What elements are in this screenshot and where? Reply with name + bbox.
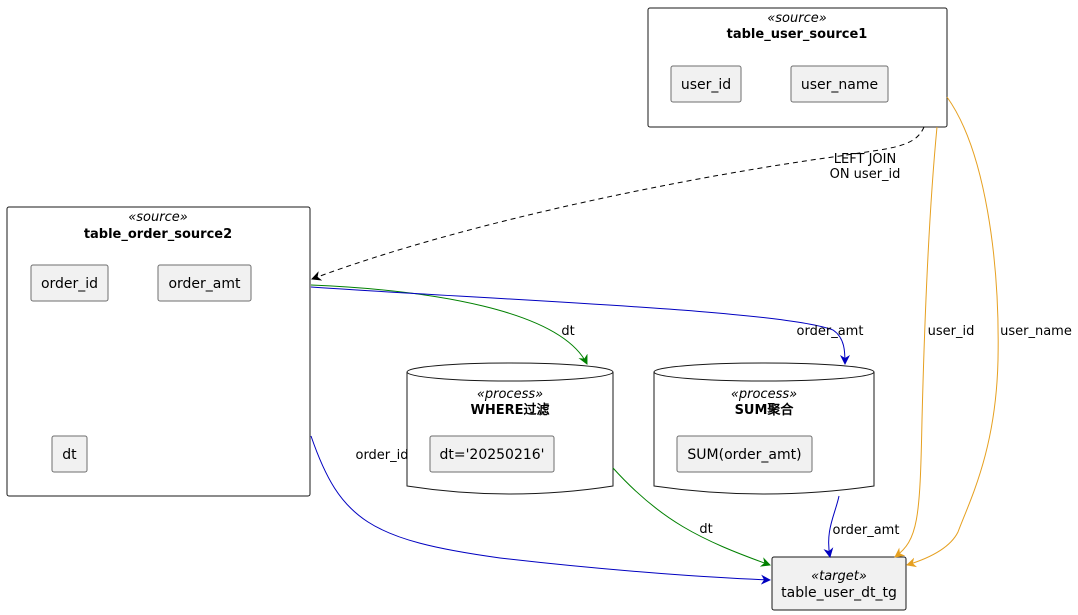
field-order-amt-label: order_amt [168,276,241,292]
edge-sum-to-target: order_amt [823,495,900,558]
node-table-user-source1[interactable]: «source» table_user_source1 user_id user… [647,7,948,128]
field-dt[interactable]: dt [51,435,88,473]
source1-title: table_user_source1 [727,27,868,42]
edge-where-to-target-label: dt [699,522,712,537]
edge-dt-to-where: dt [310,284,588,365]
field-sum-order-amt[interactable]: SUM(order_amt) [676,435,813,473]
edge-dt-to-where-label: dt [561,324,574,339]
edge-userid-to-target: user_id [894,126,975,558]
edge-sum-to-target-label: order_amt [833,523,900,538]
field-user-id[interactable]: user_id [670,65,742,103]
edge-amt-to-sum: order_amt [310,286,864,365]
sum-title: SUM聚合 [735,402,795,418]
field-sum-order-amt-label: SUM(order_amt) [687,447,801,463]
field-dt-filter-label: dt='20250216' [439,447,544,463]
node-table-order-source2[interactable]: «source» table_order_source2 order_id or… [6,206,311,497]
edge-amt-to-sum-label: order_amt [797,324,864,339]
field-order-id[interactable]: order_id [30,264,109,302]
edge-orderid-to-target: order_id [310,435,771,585]
edge-where-to-target: dt [612,467,771,567]
field-user-id-label: user_id [681,77,731,93]
source2-title: table_order_source2 [84,227,232,242]
field-dt-label: dt [62,447,77,463]
source2-stereotype: «source» [128,210,188,225]
field-user-name-label: user_name [801,77,878,93]
node-sum-aggregate[interactable]: «process» SUM聚合 SUM(order_amt) [653,362,875,495]
edge-left-join-label-1: LEFT JOIN [834,152,896,167]
edge-left-join-label-2: ON user_id [830,167,901,182]
edge-username-to-target: user_name [906,96,1072,568]
target-title: table_user_dt_tg [781,585,897,601]
edge-left-join: LEFT JOIN ON user_id [311,126,925,281]
field-order-amt[interactable]: order_amt [157,264,252,302]
where-stereotype: «process» [477,387,543,402]
target-stereotype: «target» [811,569,867,584]
edge-userid-to-target-label: user_id [928,324,975,339]
sum-stereotype: «process» [731,387,797,402]
field-dt-filter[interactable]: dt='20250216' [429,435,555,473]
source1-stereotype: «source» [767,11,827,26]
field-user-name[interactable]: user_name [790,65,889,103]
where-title: WHERE过滤 [471,402,550,418]
edge-orderid-to-target-label: order_id [355,448,408,463]
node-where-filter[interactable]: «process» WHERE过滤 dt='20250216' [406,362,614,495]
field-order-id-label: order_id [41,276,98,292]
edge-username-to-target-label: user_name [1000,324,1072,339]
node-table-user-dt-tg[interactable]: «target» table_user_dt_tg [771,556,907,611]
